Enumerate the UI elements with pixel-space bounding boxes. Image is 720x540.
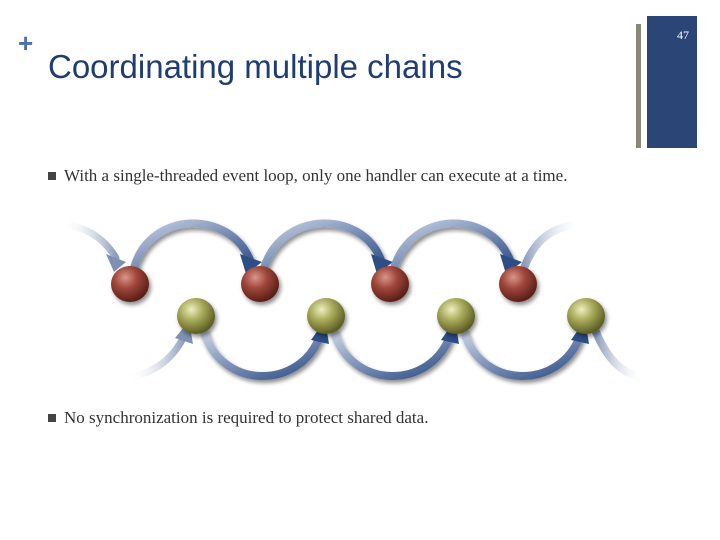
entry-arrow-bottom [124, 321, 193, 382]
handler-node-olive [177, 298, 215, 334]
slide-number: 47 [677, 28, 689, 42]
plus-mark: + [18, 28, 34, 58]
bottom-chain-nodes [177, 298, 605, 334]
square-bullet-icon [48, 414, 56, 422]
handler-node-red [371, 266, 409, 302]
top-chain-nodes [111, 266, 537, 302]
slide-title: Coordinating multiple chains [48, 48, 463, 85]
handler-node-red [499, 266, 537, 302]
entry-arrow-top [58, 220, 126, 272]
top-chain-arrows [130, 219, 586, 274]
bullet-item: No synchronization is required to protec… [48, 406, 648, 429]
handler-node-olive [307, 298, 345, 334]
handler-node-red [111, 266, 149, 302]
slide-number-box: 47 [647, 16, 697, 148]
handler-node-red [241, 266, 279, 302]
square-bullet-icon [48, 172, 56, 180]
bullet-text: With a single-threaded event loop, only … [64, 166, 568, 185]
event-loop-diagram [58, 219, 648, 382]
handler-node-olive [437, 298, 475, 334]
accent-bar [636, 24, 641, 148]
bullet-text: No synchronization is required to protec… [64, 408, 429, 427]
bullet-item: With a single-threaded event loop, only … [48, 164, 608, 187]
handler-node-olive [567, 298, 605, 334]
